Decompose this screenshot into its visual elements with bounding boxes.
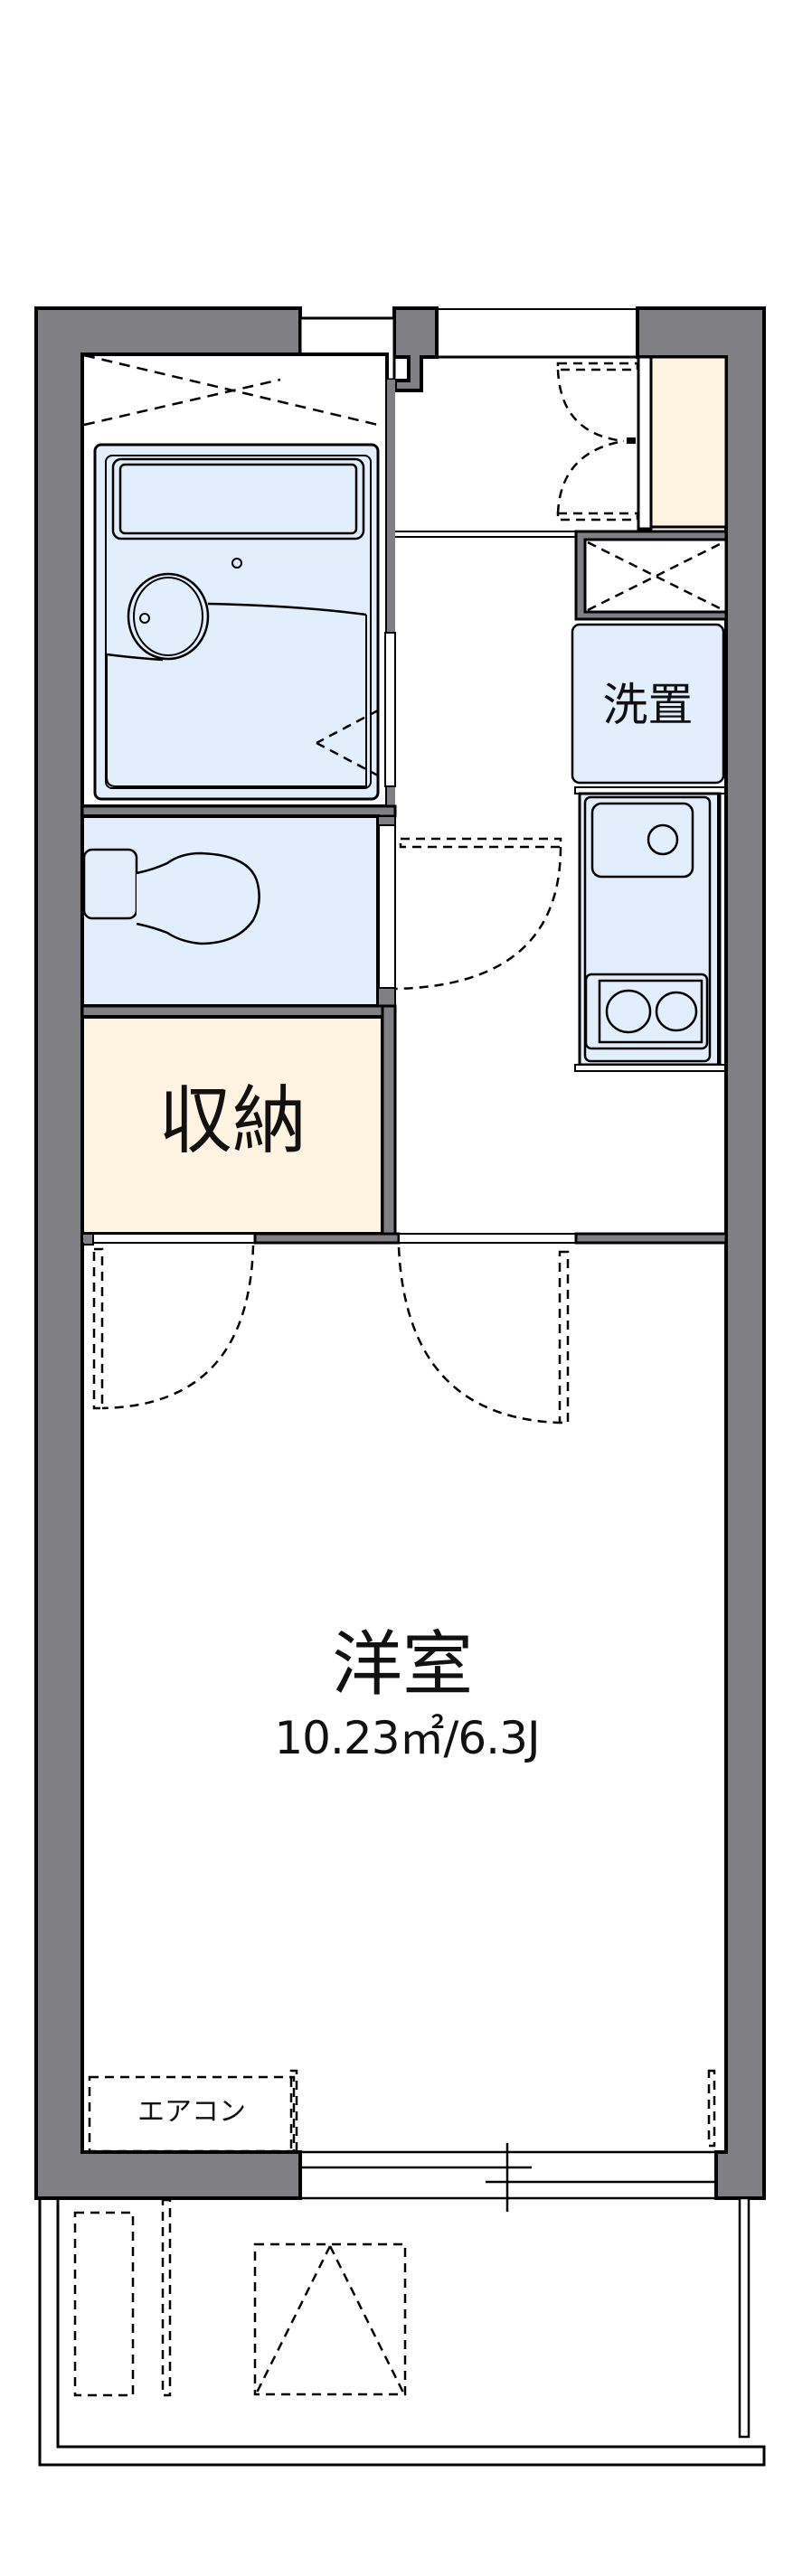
entrance-step [395, 531, 576, 538]
storage-label: 収納 [157, 1078, 307, 1164]
toilet-door[interactable] [394, 837, 562, 991]
air-conditioner [88, 2069, 298, 2153]
bathroom-folding-door[interactable] [316, 709, 379, 777]
washer-space [571, 623, 725, 785]
air-conditioner-label: エアコン [137, 2096, 246, 2128]
balcony [38, 2196, 766, 2467]
outdoor-unit-space [73, 2198, 172, 2397]
emergency-hatch [253, 2242, 407, 2396]
room-door[interactable] [397, 1246, 570, 1424]
storage-door[interactable] [92, 1245, 255, 1410]
pipe-shaft [574, 530, 728, 621]
room-area-label: 10.23㎡/6.3J [274, 1712, 540, 1764]
bathroom-ceiling-hatch [83, 353, 379, 427]
room-partition [81, 1232, 728, 1246]
shoe-cabinet-doors[interactable] [556, 362, 639, 522]
washer-space-label: 洗置 [602, 679, 694, 731]
entrance-threshold [437, 308, 637, 359]
room-name-label: 洋室 [331, 1624, 473, 1706]
stove-burners [584, 973, 709, 1050]
toilet-fixture [82, 848, 260, 945]
unit-bath [93, 443, 380, 801]
sliding-window[interactable] [300, 2143, 716, 2212]
shoe-cabinet [637, 355, 728, 531]
storage-floor [80, 1015, 384, 1236]
kitchen-sink [590, 802, 694, 879]
curtain-rail [707, 2069, 716, 2148]
